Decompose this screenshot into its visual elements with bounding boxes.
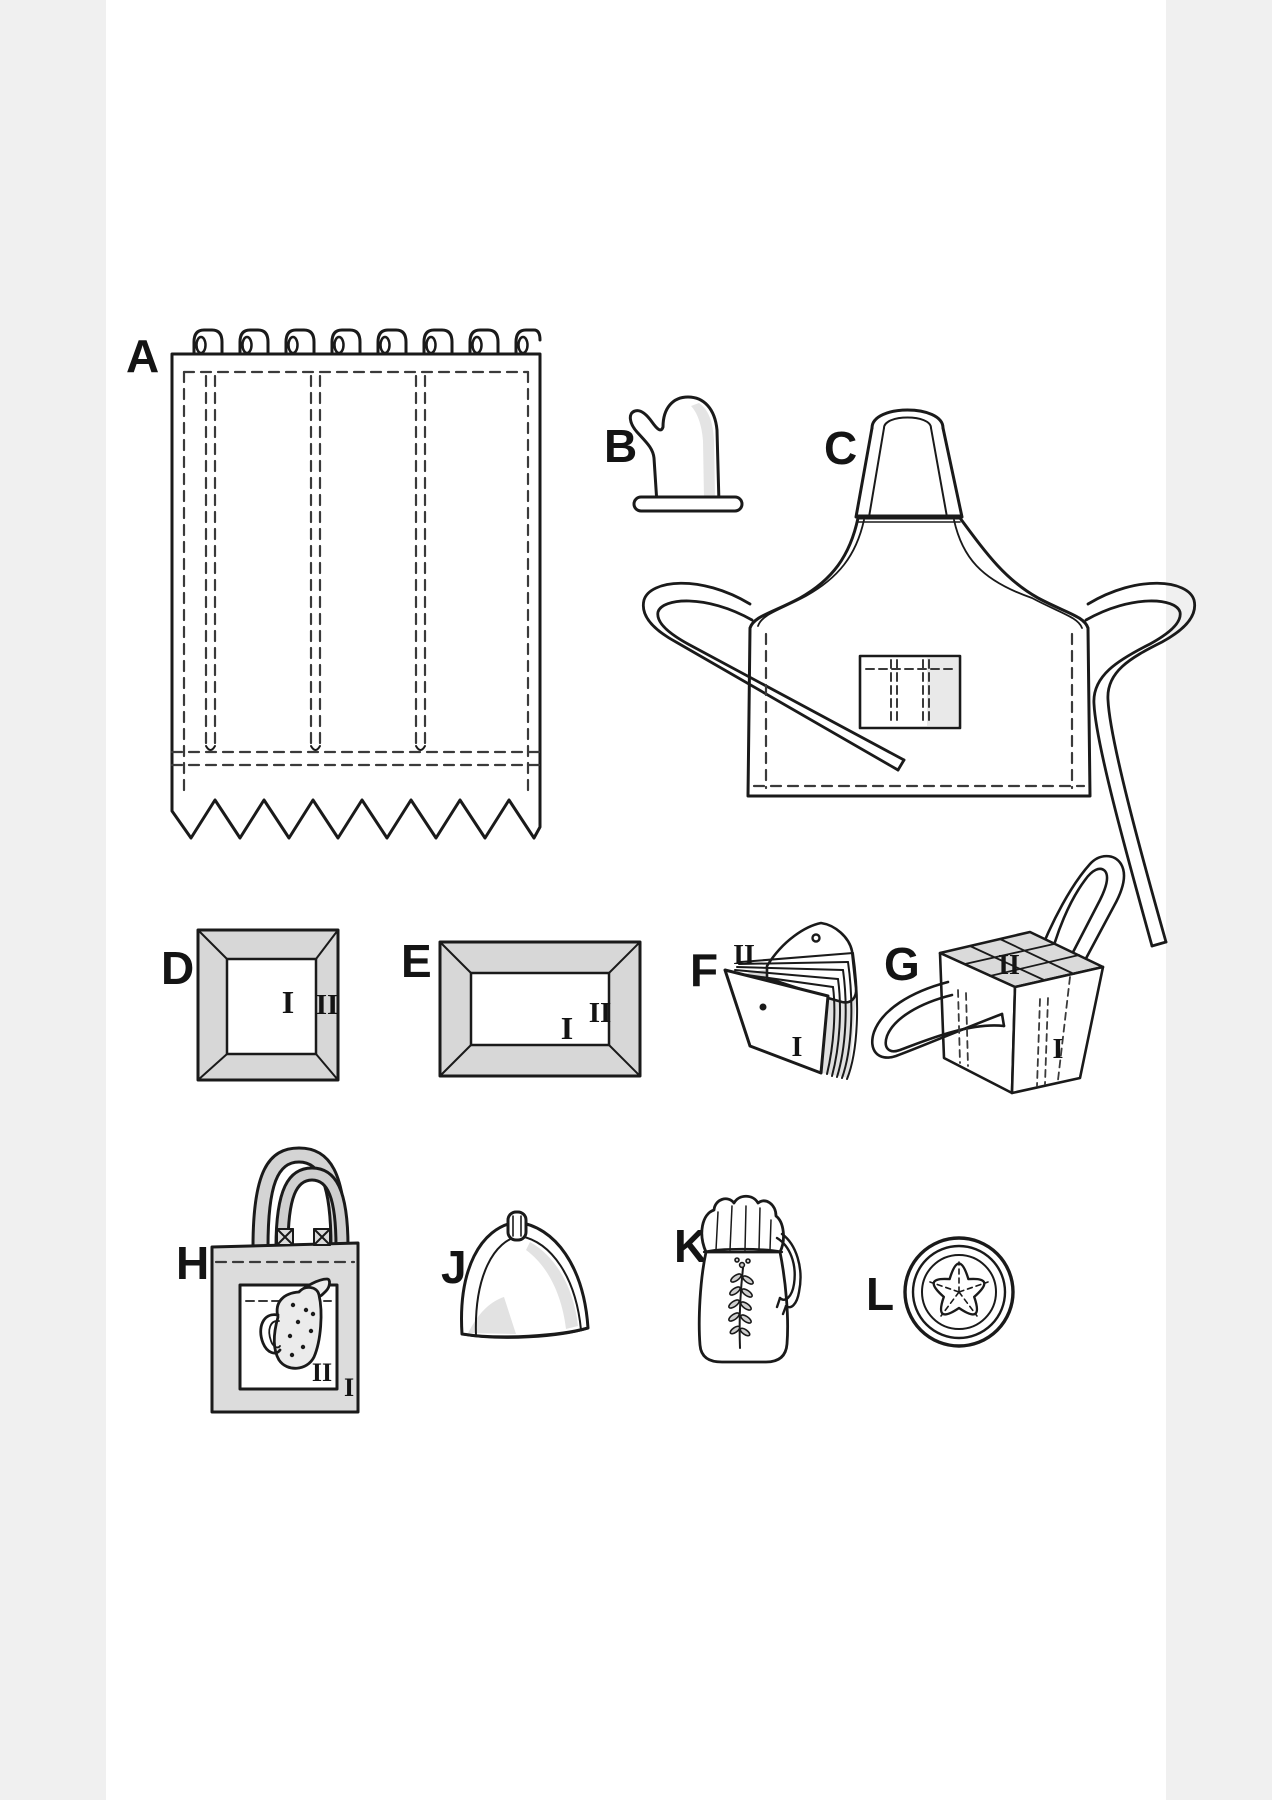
view-k-drawstring-bag: K xyxy=(674,1194,802,1364)
view-d-square-placemat: D I II xyxy=(161,928,340,1082)
organizer-front-panel xyxy=(723,968,830,1075)
view-f-mark-front: I xyxy=(792,1032,803,1063)
dsbag-drawstring xyxy=(775,1232,802,1316)
curtain-panel-outline xyxy=(170,352,542,840)
cozy-top-loop-inner xyxy=(512,1215,522,1237)
dsbag-neck-line xyxy=(702,1247,784,1254)
cover-inner-ring xyxy=(921,1254,997,1330)
view-g-mark-front: I xyxy=(1053,1034,1064,1065)
view-b-label: B xyxy=(604,420,637,472)
mitt-body xyxy=(628,395,721,506)
curtain-stitch-ends xyxy=(205,745,426,751)
pitcher-motif xyxy=(259,1277,331,1370)
view-h-mark-bag: I xyxy=(344,1373,354,1402)
cover-mid-ring xyxy=(911,1244,1007,1340)
dsbag-ruffle xyxy=(700,1194,785,1254)
carrier-top-grid xyxy=(964,938,1080,981)
apron-side-seam-right xyxy=(953,519,1083,629)
curtain-tabs xyxy=(192,328,542,359)
cover-fold-lines xyxy=(929,1261,989,1317)
placemat-e-center xyxy=(469,971,611,1047)
view-h-label: H xyxy=(176,1237,209,1289)
view-e-mark-border: II xyxy=(589,997,612,1029)
view-e-mark-inner: I xyxy=(561,1010,573,1046)
cozy-shade-left xyxy=(468,1297,516,1334)
mitt-cuff xyxy=(632,495,744,513)
dsbag-lavender-sprig xyxy=(728,1257,754,1349)
left-margin-bar xyxy=(0,0,106,1800)
cozy-top-loop xyxy=(506,1210,528,1242)
pitcher-body xyxy=(272,1286,323,1370)
view-f-mark-top: II xyxy=(733,940,755,971)
apron-neck-strap xyxy=(854,408,964,519)
cozy-base-line xyxy=(460,1326,590,1339)
carrier-right-face xyxy=(1010,965,1105,1095)
view-d-mark-border: II xyxy=(316,989,339,1021)
view-a-curtain: A xyxy=(126,328,542,840)
view-h-tote-bag: H II xyxy=(176,1146,360,1414)
view-c-label: C xyxy=(824,422,857,474)
placemat-d-center xyxy=(225,957,318,1056)
carrier-stitching xyxy=(957,976,1071,1087)
view-d-label: D xyxy=(161,942,194,994)
view-a-label: A xyxy=(126,330,159,382)
view-l-bowl-cover: L xyxy=(866,1236,1015,1348)
cozy-shade-right xyxy=(526,1242,578,1329)
apron-side-seam-left xyxy=(757,519,865,627)
placemat-e-miters xyxy=(439,941,641,1077)
view-g-mark-top: II xyxy=(998,950,1020,981)
apron-waist-ties xyxy=(641,581,1197,948)
view-e-label: E xyxy=(401,935,432,987)
view-f-wall-organizer: F II I xyxy=(690,921,859,1080)
view-c-apron: C xyxy=(641,408,1197,948)
pitcher-handle xyxy=(259,1313,282,1355)
view-f-label: F xyxy=(690,944,718,996)
organizer-hang-hole xyxy=(811,933,821,943)
tote-handle-bases xyxy=(276,1228,331,1246)
pitcher-dots xyxy=(287,1302,316,1358)
view-g-label: G xyxy=(884,938,920,990)
view-d-mark-inner: I xyxy=(282,984,294,1020)
apron-pocket-stitching xyxy=(865,659,955,725)
mitt-shading xyxy=(691,403,715,499)
view-h-mark-panel: II xyxy=(312,1358,332,1387)
apron-hem-stitching xyxy=(752,632,1086,790)
placemat-d-miters xyxy=(197,929,339,1081)
curtain-stitching xyxy=(170,370,542,792)
right-margin-bar xyxy=(1166,0,1272,1800)
apron-pocket xyxy=(858,654,962,730)
view-e-rect-placemat: E I II xyxy=(401,935,642,1078)
view-l-label: L xyxy=(866,1268,894,1320)
view-b-oven-mitt: B xyxy=(604,395,744,513)
view-j-label: J xyxy=(441,1241,467,1293)
pitcher-handle-inner xyxy=(268,1320,281,1349)
carrier-side-handle xyxy=(871,980,1006,1059)
dsbag-gathers xyxy=(715,1205,772,1251)
organizer-front-dot xyxy=(759,1003,767,1011)
view-j-tea-cozy: J xyxy=(441,1210,590,1339)
view-g-bottle-carrier: G II I xyxy=(871,854,1126,1095)
